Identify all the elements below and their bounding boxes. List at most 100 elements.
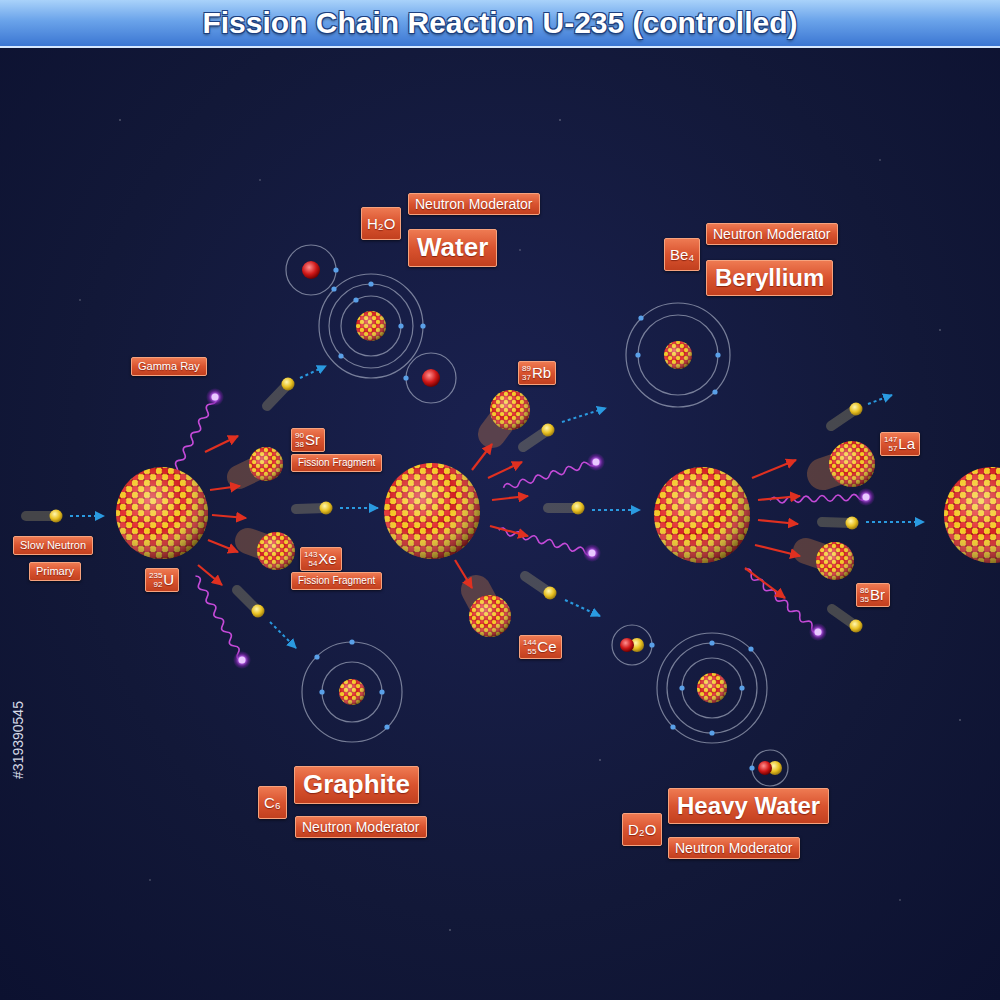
label-text: Neutron Moderator	[415, 196, 533, 212]
fission-fragments-part	[816, 542, 854, 580]
stars-part	[939, 329, 941, 331]
fission-fragments-part	[816, 542, 854, 580]
text-label: Primary	[29, 562, 81, 581]
stars-part	[119, 119, 121, 121]
electrons-part	[748, 646, 753, 651]
formula-label: Be₄	[664, 238, 700, 271]
stars-part	[449, 929, 451, 931]
red-arrows-part	[208, 540, 238, 552]
mass-number: 89	[522, 364, 531, 373]
moderator-orbits-part	[322, 662, 382, 722]
electrons-part	[331, 286, 336, 291]
text-label: Graphite	[294, 766, 419, 804]
label-text: C₆	[264, 794, 281, 811]
moderator-nuclei-part	[356, 311, 386, 341]
electrons-part	[379, 689, 384, 694]
electrons-part	[679, 685, 684, 690]
moderator-orbits-part	[638, 315, 718, 395]
moderator-orbits-part	[286, 245, 336, 295]
electrons-part	[403, 375, 408, 380]
element-symbol: Ce	[537, 638, 556, 655]
element-symbol: U	[163, 571, 174, 588]
electrons-part	[384, 724, 389, 729]
electrons-part	[635, 352, 640, 357]
electrons-part	[670, 724, 675, 729]
blue-arrows-part	[565, 600, 600, 616]
fission-fragments-part	[829, 441, 875, 487]
red-arrows-part	[198, 565, 222, 585]
text-label: Neutron Moderator	[706, 223, 838, 245]
label-text: Fission Fragment	[298, 575, 375, 587]
element-symbol: Rb	[532, 364, 551, 381]
formula-label: D₂O	[622, 813, 662, 846]
gamma-waves-part	[770, 494, 866, 503]
moderator-nuclei-part	[339, 679, 365, 705]
stock-id-watermark: #319390545	[10, 701, 26, 779]
blue-arrows-part	[868, 395, 892, 404]
moderator-orbits-part	[406, 353, 456, 403]
element-symbol: Xe	[318, 550, 336, 567]
fission-fragments-part	[829, 441, 875, 487]
red-arrows-part	[455, 560, 472, 588]
moderator-nuclei-part	[422, 369, 440, 387]
electrons-part	[709, 640, 714, 645]
electrons-part	[712, 389, 717, 394]
text-label: Gamma Ray	[131, 357, 207, 376]
stars-part	[559, 119, 561, 121]
label-text: Gamma Ray	[138, 360, 200, 373]
label-text: Neutron Moderator	[675, 840, 793, 856]
atomic-number: 37	[522, 373, 531, 382]
neutron-trails	[26, 384, 856, 626]
gamma-photons	[206, 388, 875, 669]
fission-fragments-part	[257, 532, 295, 570]
neutrons	[50, 378, 863, 633]
mass-number: 90	[295, 431, 304, 440]
label-text: Neutron Moderator	[713, 226, 831, 242]
moderator-orbits-part	[612, 625, 652, 665]
electrons-part	[349, 639, 354, 644]
nuclide-numbers: 8937	[522, 364, 531, 382]
moderator-nuclei-part	[697, 673, 727, 703]
neutrons-part	[50, 510, 63, 523]
stars-part	[79, 299, 80, 300]
red-arrows-part	[745, 568, 785, 598]
gamma-photons-part	[815, 629, 822, 636]
red-arrows-part	[488, 462, 522, 478]
neutrons-part	[846, 517, 859, 530]
gamma-photons-part	[589, 550, 596, 557]
red-arrows	[198, 436, 800, 598]
isotope-label: 14455Ce	[519, 635, 562, 659]
label-text: Be₄	[670, 246, 694, 263]
electrons-part	[368, 281, 373, 286]
element-symbol: Br	[870, 586, 885, 603]
fission-fragments-part	[249, 447, 283, 481]
nuclide-numbers: 14354	[304, 550, 317, 568]
red-arrows-part	[758, 496, 800, 500]
electrons-part	[319, 689, 324, 694]
neutrons-part	[542, 424, 555, 437]
red-arrows-part	[205, 436, 238, 452]
stars-part	[879, 159, 880, 160]
label-text: Primary	[36, 565, 74, 578]
text-label: Heavy Water	[668, 788, 829, 824]
moderator-orbits-part	[302, 642, 402, 742]
blue-arrows-part	[300, 366, 326, 378]
electrons-part	[333, 267, 338, 272]
neutrons-part	[252, 605, 265, 618]
blue-arrows-part	[592, 509, 640, 511]
nuclide-numbers: 9038	[295, 431, 304, 449]
text-label: Slow Neutron	[13, 536, 93, 555]
element-symbol: La	[898, 435, 915, 452]
moderator-nuclei-part	[356, 311, 386, 341]
atomic-number: 38	[295, 440, 304, 449]
electrons-part	[649, 642, 654, 647]
uranium-nuclei-part	[384, 463, 480, 559]
moderator-nuclei-part	[339, 679, 365, 705]
moderator-nuclei-part	[664, 341, 692, 369]
label-text: H₂O	[367, 215, 395, 232]
isotope-label: 8635Br	[856, 583, 890, 607]
red-arrows-part	[492, 496, 528, 500]
moderator-orbits-part	[752, 750, 788, 786]
